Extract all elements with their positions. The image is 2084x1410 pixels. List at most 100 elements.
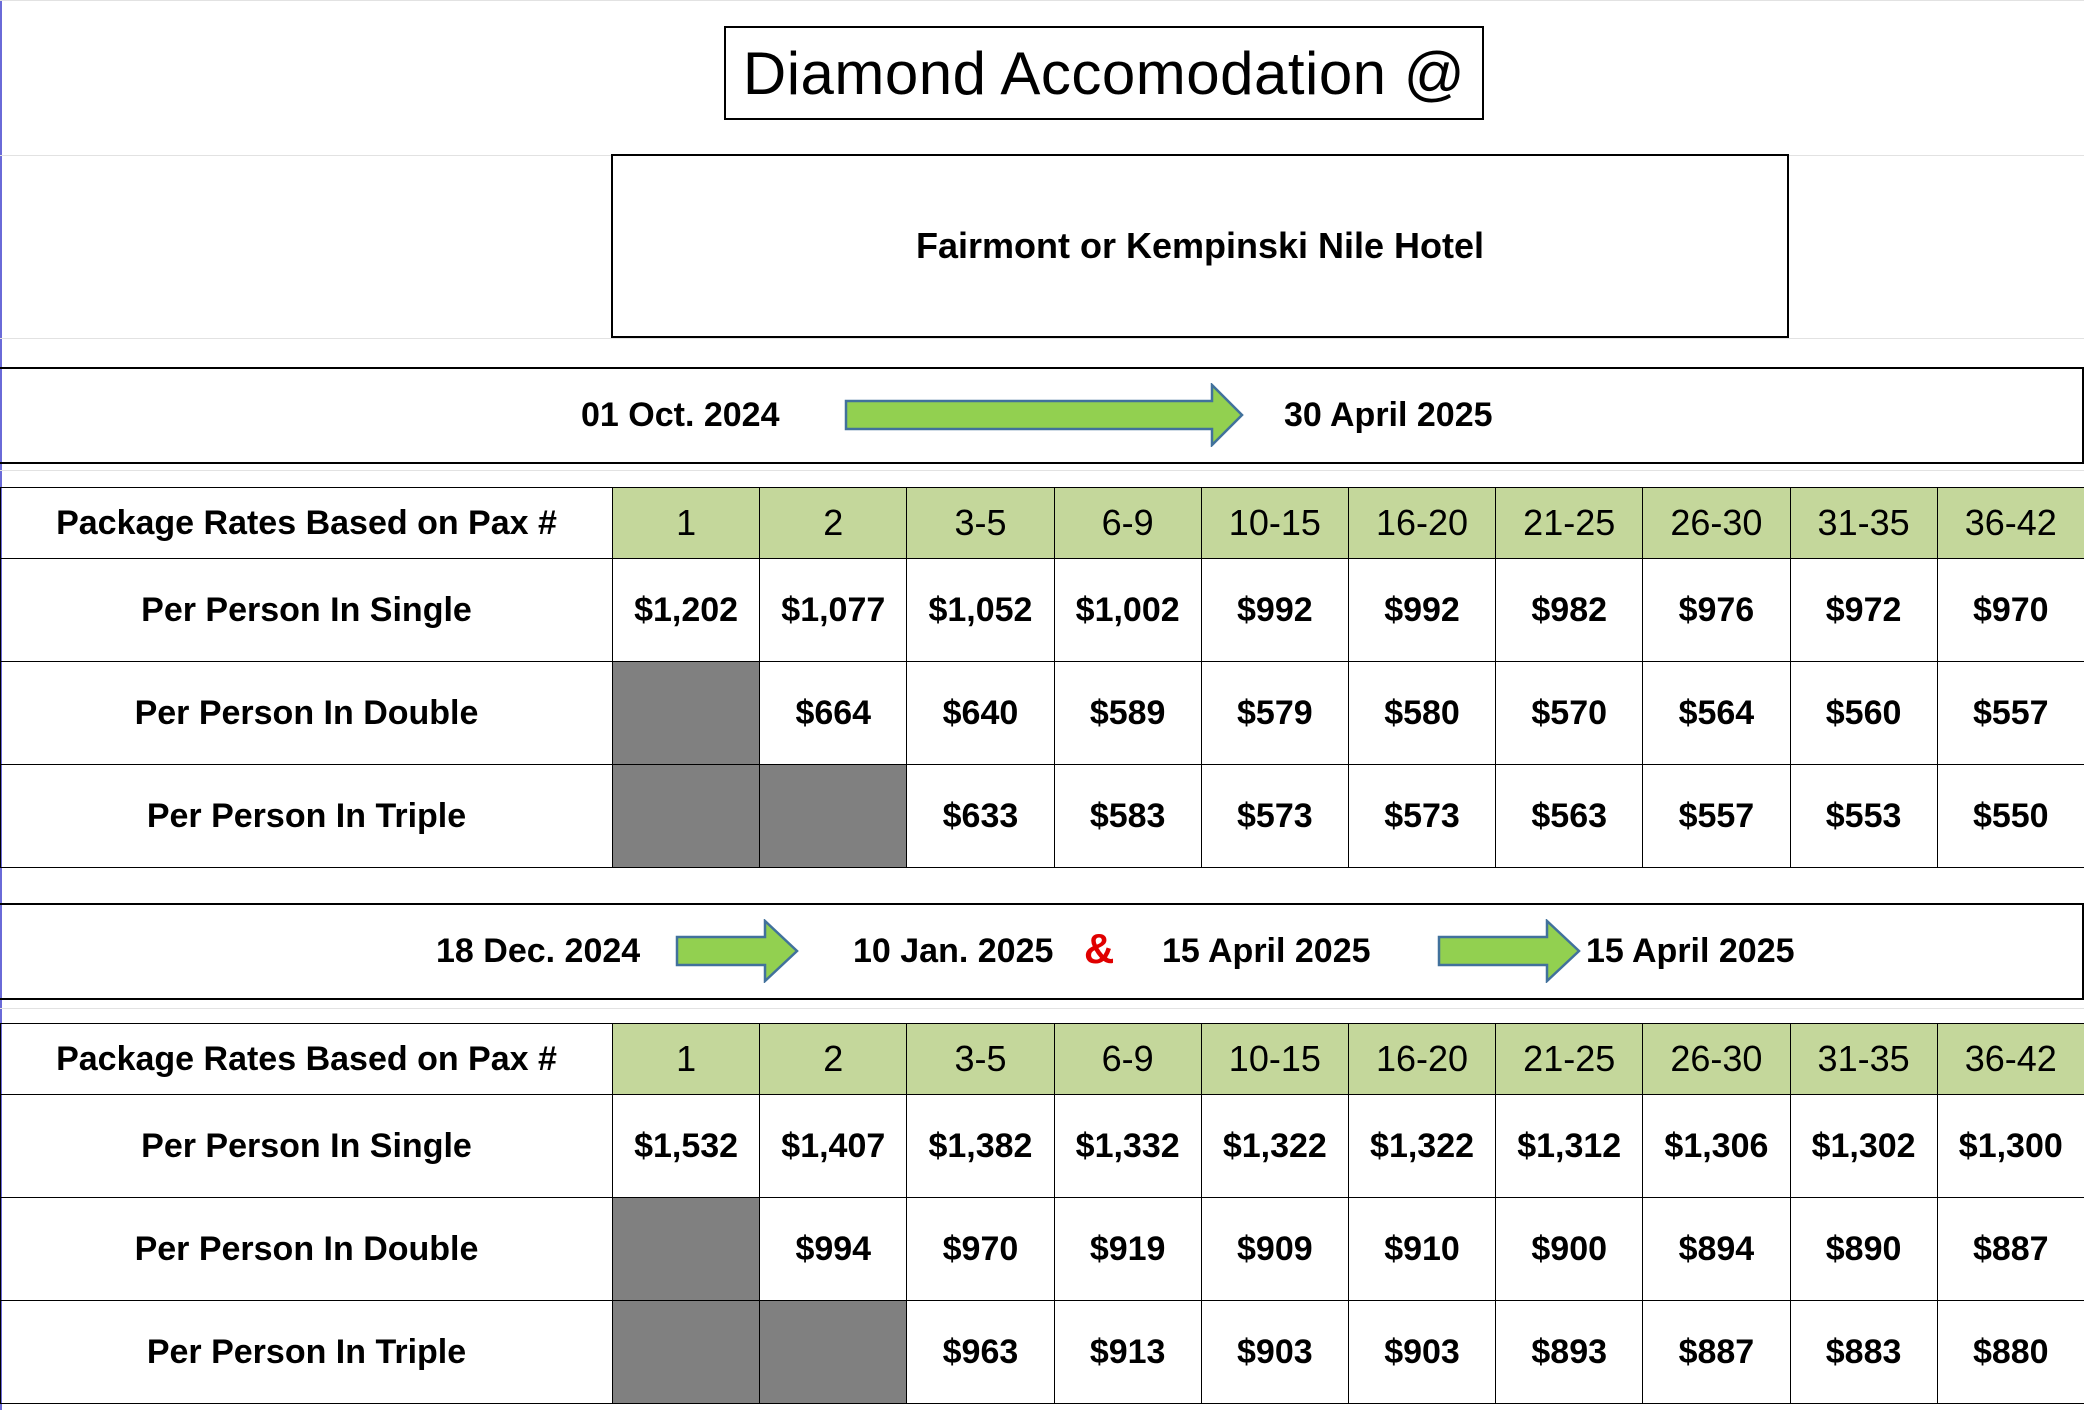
table-row-triple: Per Person In Triple $963 $913 $903 $903… [0, 1300, 2084, 1404]
rate-cell: $887 [1642, 1300, 1791, 1404]
rate-cell: $900 [1495, 1197, 1644, 1301]
rate-cell: $970 [1936, 558, 2084, 662]
rate-cell: $633 [906, 764, 1055, 868]
rate-cell: $557 [1642, 764, 1791, 868]
rate-cell: $880 [1936, 1300, 2084, 1404]
rate-cell: $903 [1347, 1300, 1497, 1404]
row-label: Per Person In Triple [0, 1300, 613, 1404]
rate-cell: $664 [759, 661, 908, 765]
header-label: Package Rates Based on Pax # [0, 487, 613, 559]
date-range-band-2: 18 Dec. 2024 10 Jan. 2025 & 15 April 202… [0, 903, 2084, 1000]
pax-header: 21-25 [1495, 1023, 1644, 1095]
row-label: Per Person In Double [0, 1197, 613, 1301]
date-range-band-1: 01 Oct. 2024 30 April 2025 [0, 367, 2084, 464]
row-label: Per Person In Triple [0, 764, 613, 868]
gridline [0, 1008, 2084, 1009]
not-available-cell [759, 1300, 908, 1404]
not-available-cell [759, 764, 908, 868]
pax-header: 36-42 [1936, 1023, 2084, 1095]
pax-header: 10-15 [1200, 487, 1349, 559]
period1-end-date: 30 April 2025 [1284, 396, 1493, 434]
rate-cell: $992 [1347, 558, 1497, 662]
rate-cell: $589 [1053, 661, 1202, 765]
period1-start-date: 01 Oct. 2024 [581, 396, 780, 434]
period2-start-date-2: 15 April 2025 [1162, 932, 1371, 970]
pax-header: 10-15 [1200, 1023, 1349, 1095]
rate-cell: $1,002 [1053, 558, 1202, 662]
rate-cell: $564 [1642, 661, 1791, 765]
rate-cell: $1,302 [1789, 1094, 1938, 1198]
rate-cell: $982 [1495, 558, 1644, 662]
rate-cell: $919 [1053, 1197, 1202, 1301]
not-available-cell [611, 764, 761, 868]
rate-cell: $583 [1053, 764, 1202, 868]
row-label: Per Person In Double [0, 661, 613, 765]
rate-cell: $994 [759, 1197, 908, 1301]
rate-cell: $910 [1347, 1197, 1497, 1301]
pax-header: 2 [759, 1023, 908, 1095]
rate-cell: $579 [1200, 661, 1349, 765]
rate-cell: $640 [906, 661, 1055, 765]
pax-header: 31-35 [1789, 487, 1938, 559]
rate-cell: $887 [1936, 1197, 2084, 1301]
pax-header: 3-5 [906, 487, 1055, 559]
rate-cell: $1,077 [759, 558, 908, 662]
table-row-triple: Per Person In Triple $633 $583 $573 $573… [0, 764, 2084, 868]
pax-header: 31-35 [1789, 1023, 1938, 1095]
pax-header: 16-20 [1347, 1023, 1497, 1095]
rates-table-2: Package Rates Based on Pax # 1 2 3-5 6-9… [0, 1023, 2084, 1404]
ampersand: & [1084, 925, 1115, 972]
table-row-double: Per Person In Double $994 $970 $919 $909… [0, 1197, 2084, 1301]
rate-cell: $903 [1200, 1300, 1349, 1404]
rate-cell: $883 [1789, 1300, 1938, 1404]
table-header-row: Package Rates Based on Pax # 1 2 3-5 6-9… [0, 1023, 2084, 1095]
rate-cell: $560 [1789, 661, 1938, 765]
gridline [0, 470, 2084, 471]
rate-cell: $1,322 [1347, 1094, 1497, 1198]
rate-cell: $992 [1200, 558, 1349, 662]
arrow-right-icon [675, 919, 799, 983]
arrow-right-icon [844, 383, 1244, 447]
gridline [0, 338, 2084, 339]
rate-cell: $1,332 [1053, 1094, 1202, 1198]
rate-cell: $570 [1495, 661, 1644, 765]
rate-cell: $1,322 [1200, 1094, 1349, 1198]
pax-header: 6-9 [1053, 487, 1202, 559]
pax-header: 2 [759, 487, 908, 559]
rate-cell: $909 [1200, 1197, 1349, 1301]
rate-cell: $1,312 [1495, 1094, 1644, 1198]
rate-cell: $1,532 [611, 1094, 761, 1198]
pax-header: 3-5 [906, 1023, 1055, 1095]
pax-header: 26-30 [1642, 1023, 1791, 1095]
table-row-single: Per Person In Single $1,202 $1,077 $1,05… [0, 558, 2084, 662]
hotel-name: Fairmont or Kempinski Nile Hotel [611, 154, 1789, 338]
pax-header: 36-42 [1936, 487, 2084, 559]
page-title: Diamond Accomodation @ [724, 26, 1484, 120]
rate-cell: $1,052 [906, 558, 1055, 662]
not-available-cell [611, 1197, 761, 1301]
pax-header: 21-25 [1495, 487, 1644, 559]
rate-cell: $1,382 [906, 1094, 1055, 1198]
pax-header: 1 [611, 487, 761, 559]
rates-table-1: Package Rates Based on Pax # 1 2 3-5 6-9… [0, 487, 2084, 868]
pax-header: 26-30 [1642, 487, 1791, 559]
rate-cell: $894 [1642, 1197, 1791, 1301]
rate-cell: $1,202 [611, 558, 761, 662]
rate-cell: $573 [1347, 764, 1497, 868]
header-label: Package Rates Based on Pax # [0, 1023, 613, 1095]
rate-cell: $1,407 [759, 1094, 908, 1198]
rate-cell: $563 [1495, 764, 1644, 868]
not-available-cell [611, 1300, 761, 1404]
gridline [0, 0, 2084, 1]
table-row-single: Per Person In Single $1,532 $1,407 $1,38… [0, 1094, 2084, 1198]
rate-cell: $573 [1200, 764, 1349, 868]
arrow-right-icon [1437, 919, 1581, 983]
period2-start-date: 18 Dec. 2024 [436, 932, 641, 970]
pax-header: 1 [611, 1023, 761, 1095]
rate-cell: $970 [906, 1197, 1055, 1301]
rate-cell: $557 [1936, 661, 2084, 765]
period2-end-date: 10 Jan. 2025 [853, 932, 1054, 970]
rate-cell: $1,306 [1642, 1094, 1791, 1198]
rate-cell: $580 [1347, 661, 1497, 765]
row-label: Per Person In Single [0, 558, 613, 662]
